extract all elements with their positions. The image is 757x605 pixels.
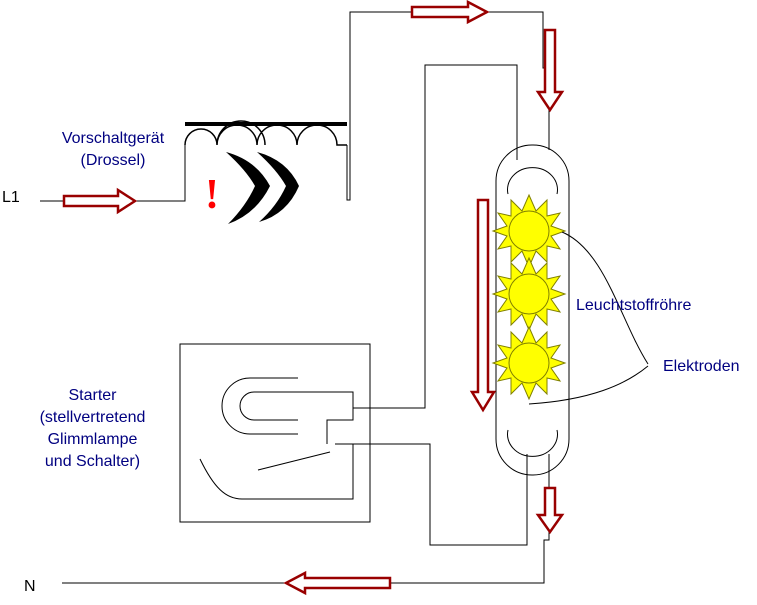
arrow-down-bottom bbox=[535, 486, 565, 535]
label-n: N bbox=[24, 578, 36, 595]
leader-bottom bbox=[528, 365, 649, 405]
glow-suns bbox=[491, 193, 567, 401]
arrow-down-top bbox=[535, 28, 565, 113]
wire-top bbox=[346, 11, 550, 201]
starter-switch bbox=[199, 443, 354, 500]
wiring bbox=[40, 11, 550, 584]
ballast-chevron-1 bbox=[226, 152, 270, 224]
leader-top bbox=[561, 231, 649, 365]
starter-contact bbox=[298, 391, 354, 444]
label-ballast-line1: Vorschaltgerät bbox=[61, 130, 165, 147]
arrow-left-n bbox=[283, 570, 392, 596]
label-tube: Leuchtstoffröhre bbox=[576, 297, 692, 314]
sun-bottom bbox=[491, 325, 567, 401]
arrow-right-top bbox=[410, 0, 490, 25]
glow-lamp-inner bbox=[239, 391, 298, 421]
ballast-choke bbox=[184, 120, 347, 224]
electrode-bottom bbox=[507, 429, 558, 457]
label-l1: L1 bbox=[2, 189, 20, 206]
glow-lamp-outer bbox=[221, 377, 298, 435]
ballast-coil bbox=[184, 120, 347, 146]
label-starter-line3: Glimmlampe bbox=[47, 431, 138, 448]
electrode-leaders bbox=[528, 231, 649, 405]
arrow-down-inside bbox=[469, 198, 497, 413]
wire-n bbox=[62, 454, 550, 584]
label-starter-line1: Starter bbox=[68, 387, 117, 404]
starter-box bbox=[179, 343, 371, 523]
current-arrows bbox=[62, 0, 565, 596]
sun-core bbox=[508, 342, 550, 384]
sun-top bbox=[491, 193, 567, 269]
label-starter-line2: (stellvertretend bbox=[39, 409, 146, 426]
label-ballast-line2: (Drossel) bbox=[80, 152, 146, 169]
electrode-top bbox=[507, 167, 558, 195]
label-electrodes: Elektroden bbox=[663, 358, 740, 375]
wire-inner-bottom bbox=[335, 443, 528, 546]
starter bbox=[179, 343, 371, 523]
label-ballast: Vorschaltgerät (Drossel) bbox=[28, 128, 198, 172]
tube-body bbox=[495, 144, 570, 476]
sun-core bbox=[508, 210, 550, 252]
wire-inner-top bbox=[353, 64, 518, 409]
sun-core bbox=[508, 273, 550, 315]
sun-middle bbox=[491, 256, 567, 332]
fluorescent-tube bbox=[495, 144, 570, 476]
ballast-chevron-2 bbox=[257, 152, 299, 222]
arrow-right-l1 bbox=[62, 187, 138, 215]
warning-mark: ! bbox=[205, 172, 219, 218]
label-starter: Starter (stellvertretend Glimmlampe und … bbox=[10, 385, 175, 473]
label-starter-line4: und Schalter) bbox=[44, 453, 141, 470]
